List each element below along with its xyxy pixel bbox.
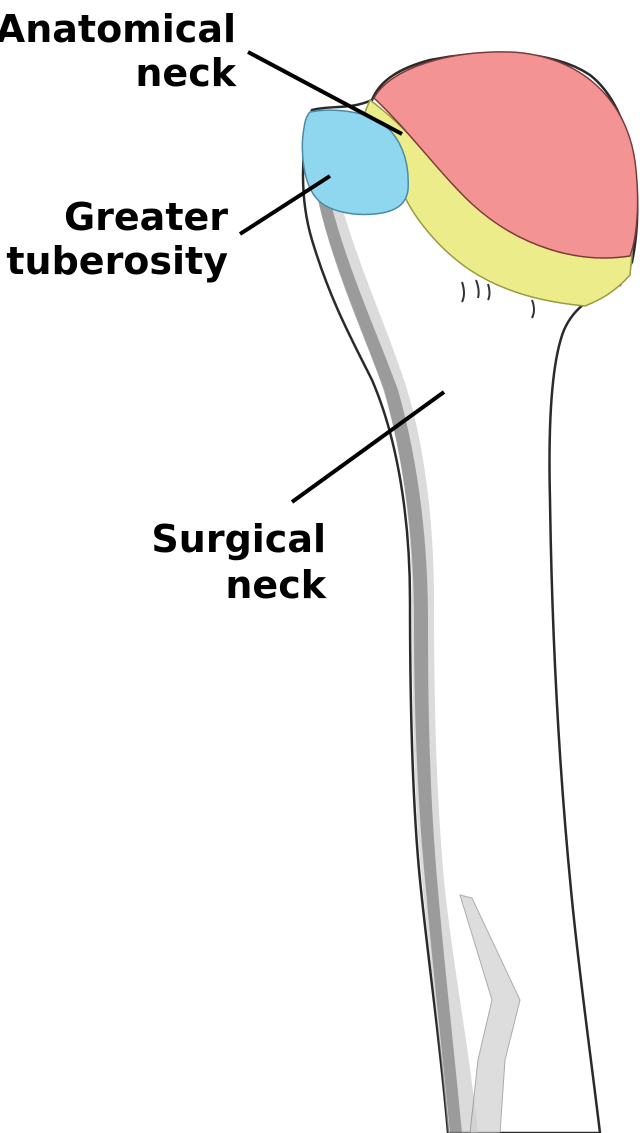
label-greater-tuberosity-line2: tuberosity [6, 239, 228, 283]
label-anatomical-neck-line2: neck [135, 51, 236, 95]
label-anatomical-neck-line1: Anatomical [0, 7, 236, 51]
label-surgical-neck-line1: Surgical [151, 517, 326, 561]
label-surgical-neck-line2: neck [225, 563, 326, 607]
label-greater-tuberosity-line1: Greater [64, 195, 228, 239]
